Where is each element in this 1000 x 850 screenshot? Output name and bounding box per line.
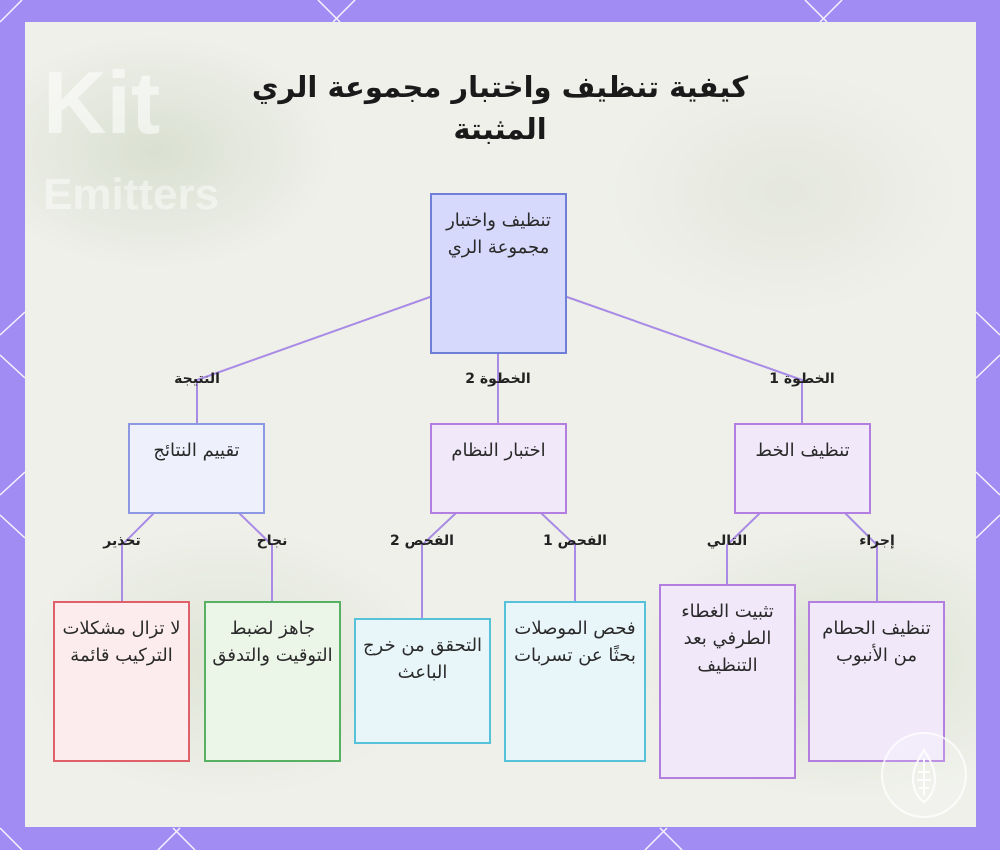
edge-label-action: إجراء — [859, 533, 895, 549]
edge-label-result: النتيجة — [174, 371, 220, 387]
node-check-fittings: فحص الموصلات بحثًا عن تسربات — [504, 601, 646, 762]
edge-test-system-fittings — [540, 512, 576, 602]
edge-root-evaluate — [196, 296, 431, 424]
watermark-kit-text: Kit — [43, 53, 161, 152]
node-ready-label: جاهز لضبط التوقيت والتدفق — [212, 618, 333, 666]
edge-label-warning: تحذير — [103, 533, 141, 549]
node-issues-label: لا تزال مشكلات التركيب قائمة — [62, 618, 181, 666]
page-title: كيفية تنظيف واختبار مجموعة الري المثبتة — [251, 70, 749, 146]
node-install-cap-label: تثبيت الغطاء الطرفي بعد التنظيف — [681, 601, 774, 676]
edge-label-step1: الخطوة 1 — [769, 371, 835, 387]
node-ready: جاهز لضبط التوقيت والتدفق — [204, 601, 341, 762]
edge-label-step2: الخطوة 2 — [465, 371, 531, 387]
node-clean-line-label: تنظيف الخط — [755, 440, 850, 461]
watermark-emitters-text: Emitters — [43, 170, 220, 219]
node-root-label: تنظيف واختبار مجموعة الري — [446, 210, 551, 258]
emitter-drop-icon — [881, 732, 967, 818]
node-evaluate: تقييم النتائج — [128, 423, 265, 514]
edge-evaluate-issues — [121, 512, 155, 602]
node-evaluate-label: تقييم النتائج — [153, 440, 240, 461]
edge-label-check1: الفحص 1 — [543, 533, 607, 549]
edge-clean-line-cap — [726, 512, 761, 585]
emitter-drop-icon-svg — [911, 748, 937, 804]
node-test-system-label: اختبار النظام — [451, 440, 546, 461]
node-clean-debris-label: تنظيف الحطام من الأنبوب — [822, 618, 931, 666]
node-clean-line: تنظيف الخط — [734, 423, 871, 514]
node-verify-output-label: التحقق من خرج الباعث — [362, 635, 483, 683]
node-root: تنظيف واختبار مجموعة الري — [430, 193, 567, 354]
edge-label-next: التالي — [706, 533, 748, 549]
edge-evaluate-ready — [238, 512, 273, 602]
node-verify-output: التحقق من خرج الباعث — [354, 618, 491, 744]
node-install-cap: تثبيت الغطاء الطرفي بعد التنظيف — [659, 584, 796, 779]
node-issues: لا تزال مشكلات التركيب قائمة — [53, 601, 190, 762]
node-check-fittings-label: فحص الموصلات بحثًا عن تسربات — [514, 618, 636, 666]
node-test-system: اختبار النظام — [430, 423, 567, 514]
edge-clean-line-debris — [844, 512, 878, 602]
edge-root-clean-line — [566, 296, 803, 424]
edge-test-system-output — [421, 512, 457, 619]
edge-label-check2: الفحص 2 — [390, 533, 454, 549]
edge-label-success: نجاح — [256, 533, 288, 549]
